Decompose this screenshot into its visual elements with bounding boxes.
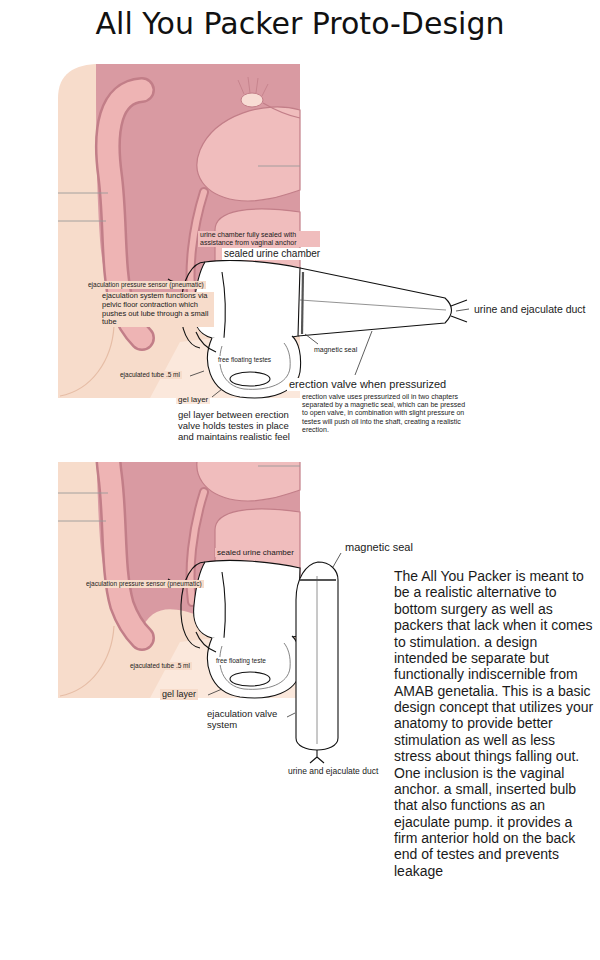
part-label: erection valve when pressurized (287, 378, 448, 391)
leader-line (190, 309, 469, 397)
testis (230, 672, 270, 686)
shaft (296, 562, 338, 750)
part-label: ejaculated tube .5 ml (118, 371, 182, 379)
magnetic-seal (300, 579, 336, 581)
testes-sack (208, 636, 301, 698)
part-label: ejaculation valve system (205, 708, 289, 730)
testis (230, 372, 270, 386)
gel-layer (220, 643, 290, 689)
part-label: sealed urine chamber (215, 548, 296, 557)
shaft-channel (300, 300, 446, 310)
part-label: ejaculated tube .5 ml (128, 662, 192, 670)
part-label: gel layer (176, 395, 210, 404)
part-label: urine and ejaculate duct (472, 303, 588, 315)
chamber-divider (222, 272, 225, 338)
device-top (168, 260, 469, 398)
part-label: magnetic seal (312, 346, 359, 354)
magnetic-seal (302, 272, 303, 334)
chamber-divider (222, 572, 225, 638)
diagram-title: All You Packer Proto-Design (0, 6, 600, 42)
urine-chamber (194, 560, 300, 640)
ejaculated-tube (196, 332, 216, 352)
note-text: erection valve uses pressurized oil in t… (300, 393, 474, 434)
note-text: ejaculation system functions via pelvic … (100, 292, 214, 327)
part-label: gel layer (160, 689, 198, 700)
pelvis-section-bottom-clip (58, 462, 300, 698)
gel-layer (220, 343, 290, 389)
part-label: urine and ejaculate duct (286, 767, 382, 777)
part-label: sealed urine chamber (222, 248, 322, 260)
leader-line (208, 553, 341, 717)
part-label: free floating teste (214, 657, 268, 665)
part-label: free floating testes (216, 356, 273, 364)
part-label: magnetic seal (343, 541, 415, 554)
duct (451, 300, 467, 322)
ejaculated-tube (196, 632, 216, 652)
note-text: gel layer between erection valve holds t… (176, 409, 298, 442)
shaft (298, 268, 452, 336)
shaft-channel (317, 576, 318, 744)
vaginal-anchor (181, 562, 205, 648)
description-text: The All You Packer is meant to be a real… (392, 568, 596, 879)
pelvis-section-bottom (58, 462, 300, 698)
part-label: ejaculation pressure sensor (pneumatic) (84, 580, 204, 588)
duct (310, 750, 324, 763)
part-label: urine chamber fully sealed with assistan… (198, 231, 320, 247)
part-label: ejaculation pressure sensor (pneumatic) (86, 281, 206, 289)
